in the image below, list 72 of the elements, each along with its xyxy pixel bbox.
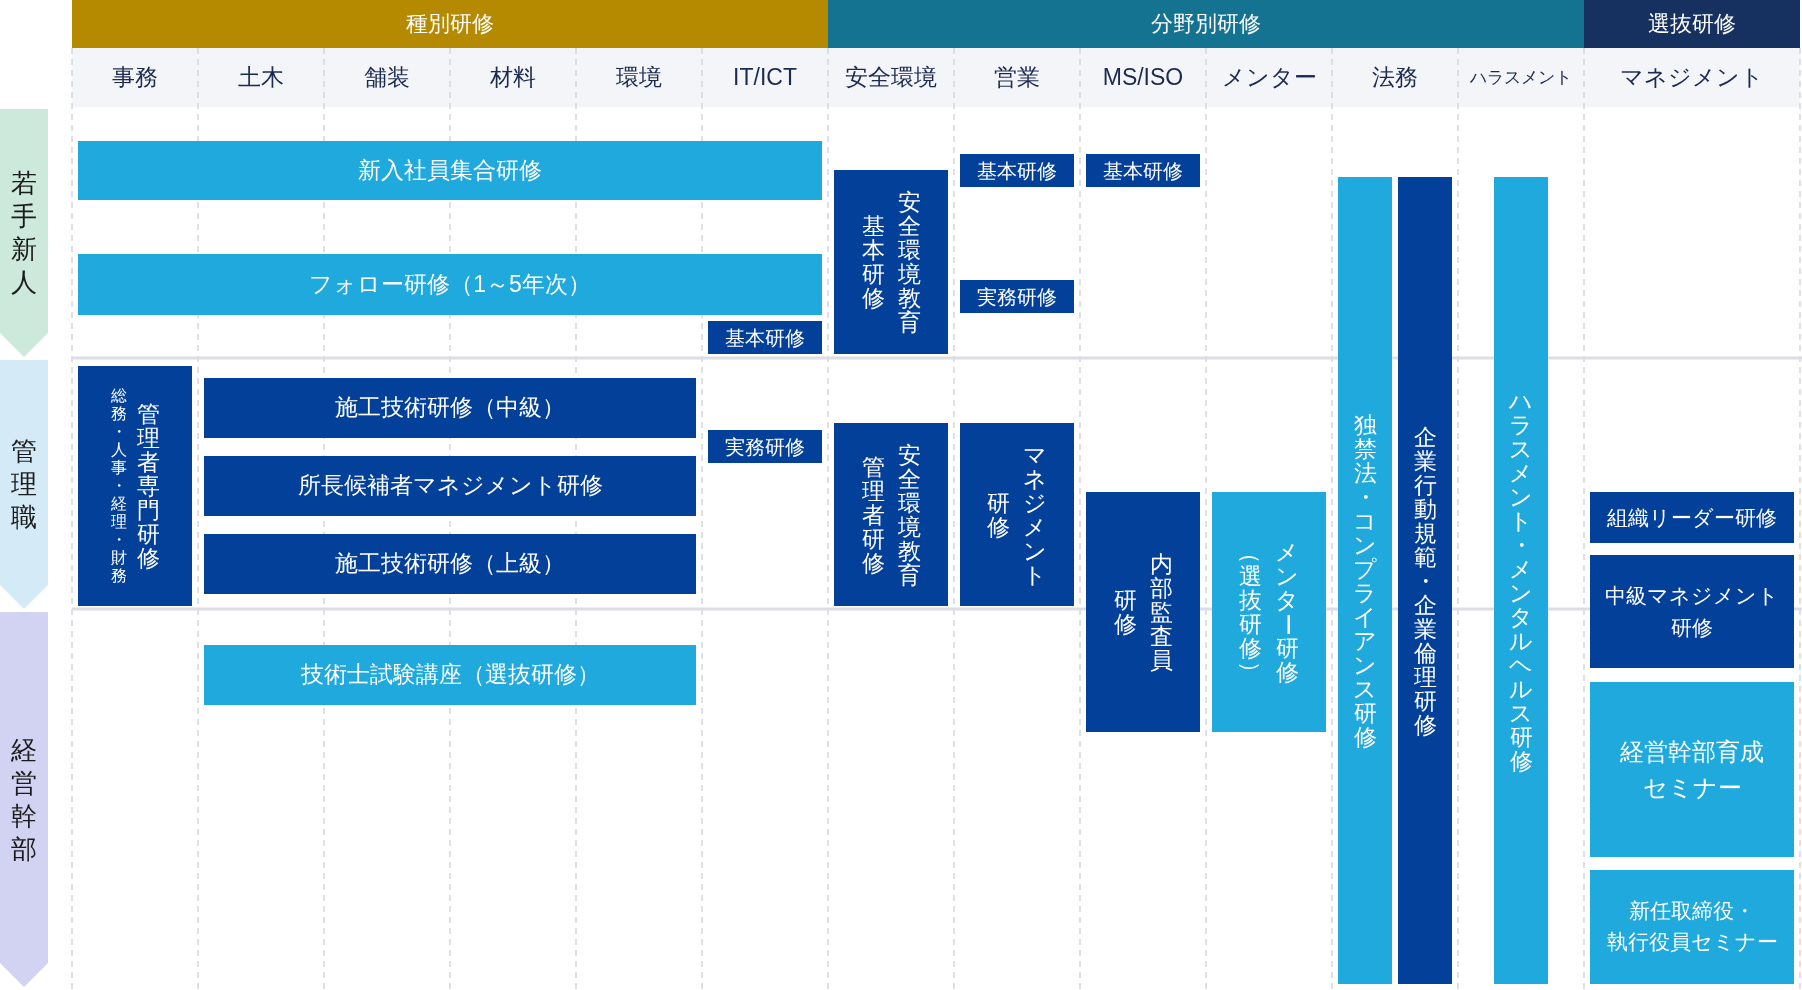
course-name: 技術士試験講座（選抜研修） [300,660,600,690]
category-band [828,0,1584,48]
course-box [1338,177,1392,984]
column-header: 舗装 [324,48,450,107]
level-label: 若手新人 [11,167,37,299]
column-header: 環境 [576,48,702,107]
course-box [960,423,1074,606]
course-name: 基本研修 [1103,158,1183,184]
course-name: マネジメント研修 [987,442,1047,587]
course-name: 中級マネジメント研修 [1604,583,1780,641]
course-box [1086,492,1200,732]
course-box [78,366,192,606]
course-box [708,321,822,354]
column-header: 事務 [72,48,198,107]
course-name: 企業行動規範・企業倫理研修 [1413,424,1437,737]
column-header: 材料 [450,48,576,107]
course-name: メンター研修（選抜研修） [1239,540,1299,684]
category-title: 分野別研修 [1151,9,1261,38]
column-header: ハラスメント [1458,48,1584,107]
course-name: 基本研修 [725,325,805,351]
course-name: 施工技術研修（上級） [335,549,565,579]
course-name: 独禁法・コンプライアンス研修 [1353,412,1377,749]
column-header: IT/ICT [702,48,828,107]
course-box [1212,492,1326,732]
course-box [834,170,948,354]
course-box [204,534,696,594]
course-name: 組織リーダー研修 [1607,504,1777,531]
course-name: 安全環境教育基本研修 [861,190,921,334]
level-banner [0,109,48,357]
course-box [204,456,696,516]
column-header: 安全環境 [828,48,954,107]
course-box [78,141,822,200]
column-header: MS/ISO [1080,48,1206,107]
course-box [78,254,822,315]
course-box [204,645,696,705]
course-name: 実務研修 [725,434,805,460]
course-box [708,430,822,463]
level-banner [0,360,48,609]
course-name: フォロー研修（1～5年次） [309,269,591,299]
course-box [1398,177,1452,984]
course-name: 経営幹部育成セミナー [1619,736,1765,803]
category-band [72,0,828,48]
course-box [960,280,1074,313]
course-box [1590,555,1794,668]
course-box [1590,492,1794,543]
level-label: 管理職 [11,435,37,534]
course-box [1590,682,1794,857]
course-name: 新入社員集合研修 [358,155,542,185]
course-box [1494,177,1548,984]
course-box [1086,154,1200,187]
column-header: メンター [1206,48,1332,107]
course-name: 施工技術研修（中級） [335,393,565,423]
category-title: 種別研修 [406,9,494,38]
column-header: 土木 [198,48,324,107]
department-list: 総務・人事・経理・財務 [110,387,127,585]
column-header: マネジメント [1584,48,1800,107]
course-box [834,423,948,606]
course-name: 所長候補者マネジメント研修 [297,471,603,501]
category-title: 選抜研修 [1648,9,1736,38]
level-banner [0,612,48,987]
course-box [960,154,1074,187]
level-label: 経営幹部 [11,733,37,866]
course-name: 管理者専門研修 [136,402,160,570]
course-name: 新任取締役・執行役員セミナー [1605,898,1779,955]
course-name: 基本研修 [977,158,1057,184]
course-box [204,378,696,438]
category-band [1584,0,1800,48]
column-header: 法務 [1332,48,1458,107]
course-box [1590,870,1794,984]
course-name: ハラスメント・メンタルヘルス研修 [1509,388,1533,773]
course-name: 実務研修 [977,284,1057,310]
column-header: 営業 [954,48,1080,107]
